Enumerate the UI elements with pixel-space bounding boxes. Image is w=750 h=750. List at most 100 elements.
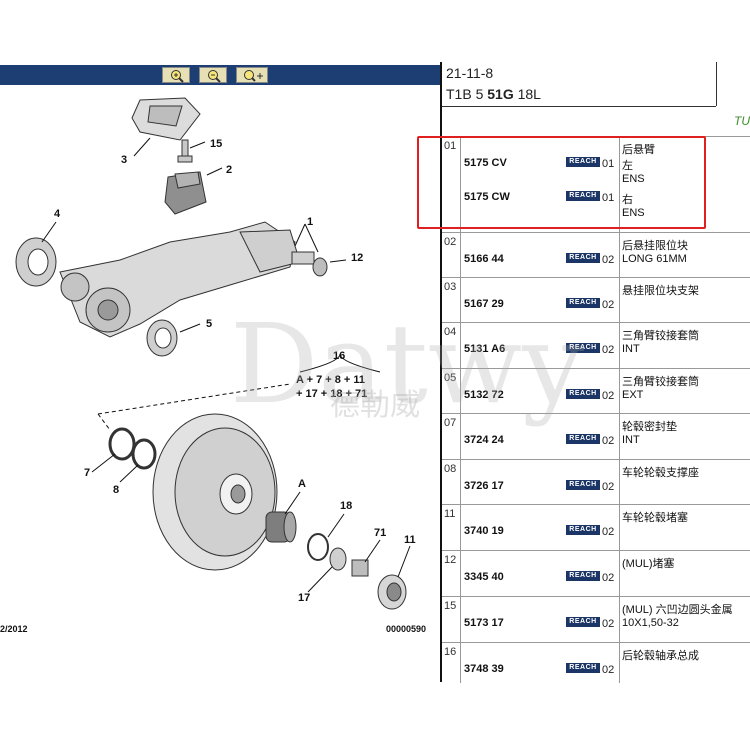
part-description: 车轮轮毂支撑座 [622,467,699,479]
callout-15: 15 [210,138,223,150]
zoom-in-button[interactable] [162,67,190,83]
part-description: 后悬挂限位块 [622,240,688,252]
reach-badge[interactable]: REACH [566,434,600,444]
diagram-date: 2/2012 [0,624,28,634]
part-description: 车轮轮毂堵塞 [622,512,688,524]
row-divider [460,643,461,683]
callout-8: 8 [113,484,120,496]
part-quantity: 02 [602,618,615,630]
part-number[interactable]: 5173 17 [464,617,504,629]
part-description: INT [622,434,640,446]
row-divider [460,505,461,551]
header-green-text: TU [734,114,750,128]
part-description: 10X1,50-32 [622,617,679,629]
part-quantity: 02 [602,299,615,311]
row-divider [460,551,461,597]
callout-18: 18 [340,500,353,512]
part-number[interactable]: 5131 A6 [464,343,506,355]
part-quantity: 02 [602,435,615,447]
row-divider [460,278,461,323]
diagram-toolbar [0,65,440,85]
part-number[interactable]: 5166 44 [464,253,504,265]
row-divider [460,414,461,460]
part-description: 右 [622,194,633,206]
diagram-drawing [15,97,411,610]
row-divider [619,551,620,597]
part-number[interactable]: 3724 24 [464,434,504,446]
part-description: ENS [622,207,645,219]
reach-badge[interactable]: REACH [566,571,600,581]
callout-11: 11 [404,534,416,546]
zoom-pan-icon [244,70,263,82]
part-quantity: 01 [602,192,615,204]
part-number[interactable]: 5132 72 [464,389,504,401]
part-description: 左 [622,160,633,172]
reach-badge[interactable]: REACH [566,525,600,535]
part-quantity: 02 [602,344,615,356]
reach-badge[interactable]: REACH [566,617,600,627]
zoom-out-button[interactable] [199,67,227,83]
reach-badge[interactable]: REACH [566,343,600,353]
reach-badge[interactable]: REACH [566,253,600,263]
row-divider [619,369,620,414]
part-quantity: 02 [602,481,615,493]
row-divider [619,643,620,683]
callout-17: 17 [298,592,311,604]
header-code-prefix: T1B 5 [446,86,488,102]
reach-badge[interactable]: REACH [566,298,600,308]
callout-4: 4 [54,208,61,220]
part-number[interactable]: 3748 39 [464,663,504,675]
part-description: 三角臂铰接套筒 [622,376,699,388]
zoom-pan-button[interactable] [236,67,268,83]
part-number[interactable]: 3726 17 [464,480,504,492]
reach-badge[interactable]: REACH [566,191,600,201]
part-quantity: 02 [602,526,615,538]
row-index: 02 [444,236,457,248]
callout-71: 71 [374,527,387,539]
formula-line1: A + 7 + 8 + 11 [296,374,366,386]
part-number[interactable]: 5175 CW [464,191,510,203]
row-divider [619,505,620,551]
callout-3: 3 [121,154,128,166]
header-date: 21-11-8 [446,65,494,81]
formula-line2: + 17 + 18 + 71 [296,388,368,400]
watermark-cn: 德勒威 [330,388,420,423]
row-divider [460,597,461,643]
callout-7: 7 [84,467,91,479]
callout-5: 5 [206,318,213,330]
parts-header: 21-11-8 T1B 5 51G 18L TU [442,62,750,128]
header-code-suffix: 18L [513,86,541,102]
panel-divider [440,62,442,682]
reach-badge[interactable]: REACH [566,389,600,399]
part-quantity: 02 [602,390,615,402]
part-quantity: 02 [602,664,615,676]
reach-badge[interactable]: REACH [566,480,600,490]
zoom-in-icon [171,70,184,83]
part-quantity: 02 [602,572,615,584]
row-divider [460,233,461,278]
part-description: LONG 61MM [622,253,687,265]
part-description: EXT [622,389,644,401]
part-number[interactable]: 5175 CV [464,157,507,169]
row-index: 08 [444,463,457,475]
row-divider [460,137,461,233]
part-number[interactable]: 3345 40 [464,571,504,583]
part-number[interactable]: 5167 29 [464,298,504,310]
watermark: Datwy [230,300,585,428]
reach-badge[interactable]: REACH [566,157,600,167]
header-divider [716,62,717,106]
reach-badge[interactable]: REACH [566,663,600,673]
part-number[interactable]: 3740 19 [464,525,504,537]
